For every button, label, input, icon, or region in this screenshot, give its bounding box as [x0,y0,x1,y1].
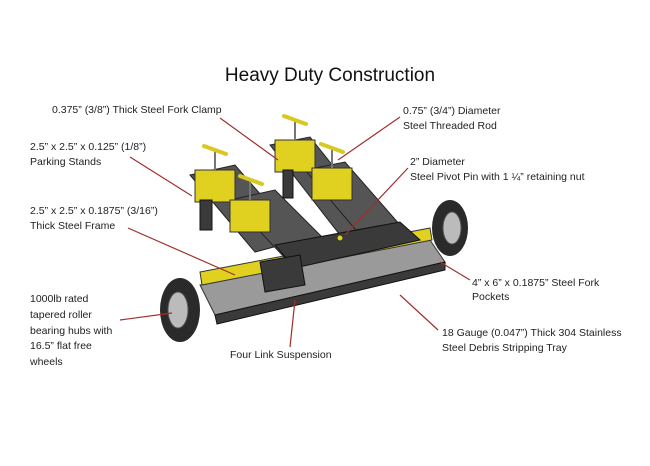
machine-illustration [160,114,468,342]
fork-clamp [194,169,236,203]
four-link-suspension [259,254,306,293]
parking-stand [199,199,213,231]
label-hubs-2: tapered roller [30,309,92,321]
label-pivot-pin-1: 2” Diameter [410,156,465,168]
label-parking-stands-2: Parking Stands [30,156,101,168]
label-threaded-rod-2: Steel Threaded Rod [403,120,497,132]
label-suspension: Four Link Suspension [230,349,332,361]
label-hubs-3: bearing hubs with [30,325,112,337]
label-tray-1: 18 Gauge (0.047”) Thick 304 Stainless [442,327,622,339]
label-threaded-rod-1: 0.75” (3/4”) Diameter [403,105,501,117]
label-hubs-4: 16.5” flat free [30,340,92,352]
pivot-pin [336,234,344,242]
label-pivot-pin-2: Steel Pivot Pin with 1 ¼” retaining nut [410,171,585,183]
label-tray-2: Steel Debris Stripping Tray [442,342,568,354]
label-hubs-1: 1000lb rated [30,293,89,305]
label-parking-stands-1: 2.5” x 2.5” x 0.125” (1/8”) [30,141,146,153]
diagram-title: Heavy Duty Construction [225,65,435,86]
label-fork-clamp: 0.375” (3/8”) Thick Steel Fork Clamp [52,104,222,116]
label-fork-pockets-1: 4” x 6” x 0.1875” Steel Fork [472,277,600,289]
label-frame-1: 2.5” x 2.5” x 0.1875” (3/16”) [30,205,158,217]
label-hubs-5: wheels [29,356,63,368]
label-fork-pockets-2: Pockets [472,291,509,303]
label-frame-2: Thick Steel Frame [30,220,115,232]
callout-lines [119,116,471,348]
